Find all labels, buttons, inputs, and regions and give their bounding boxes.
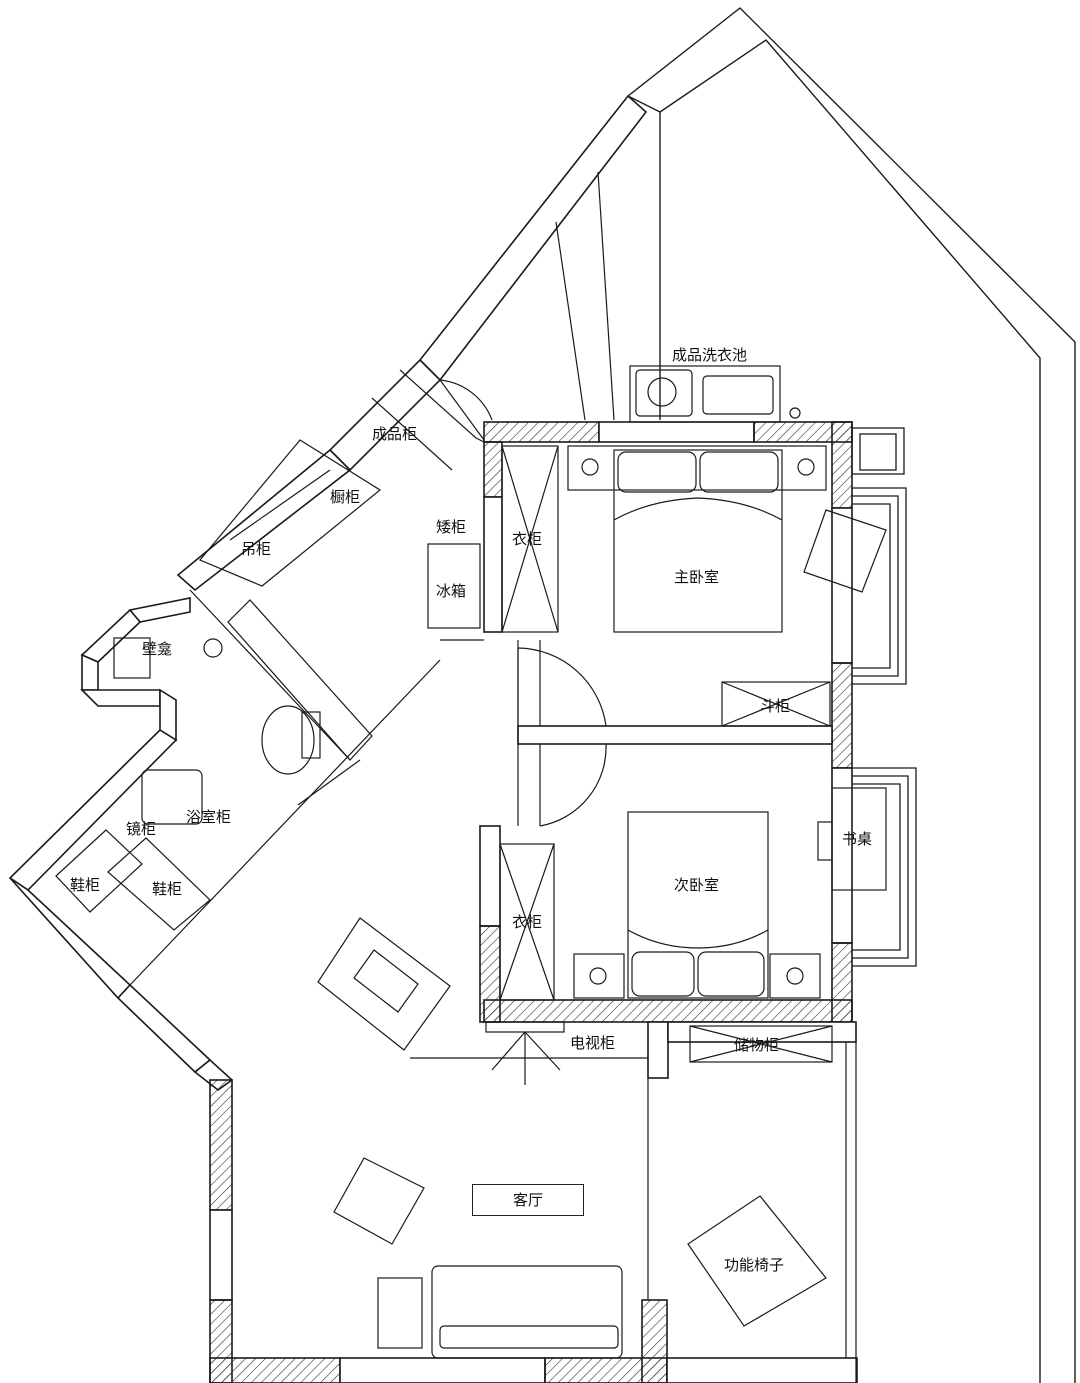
label-wardrobe-second: 衣柜 bbox=[512, 913, 543, 931]
label-low-cabinet: 矮柜 bbox=[436, 518, 467, 536]
label-mirror-cabinet: 镜柜 bbox=[126, 820, 157, 838]
label-function-chair: 功能椅子 bbox=[724, 1256, 785, 1274]
exterior-walls bbox=[8, 94, 858, 1383]
label-vanity: 浴室柜 bbox=[186, 808, 232, 826]
label-fridge: 冰箱 bbox=[436, 582, 467, 600]
bedroom-walls bbox=[479, 421, 857, 1079]
label-tv-cabinet: 电视柜 bbox=[570, 1034, 616, 1052]
furniture bbox=[55, 365, 887, 1359]
bay-windows bbox=[851, 427, 917, 967]
label-cupboard: 橱柜 bbox=[330, 488, 361, 506]
label-laundry-sink: 成品洗衣池 bbox=[672, 346, 748, 364]
label-finished-cabinet: 成品柜 bbox=[372, 425, 418, 443]
label-living-room: 客厅 bbox=[472, 1184, 584, 1216]
label-niche: 壁龛 bbox=[142, 640, 173, 658]
label-master-bedroom: 主卧室 bbox=[674, 568, 720, 586]
label-chest-of-drawers: 斗柜 bbox=[760, 697, 791, 715]
label-shoe-cabinet-left: 鞋柜 bbox=[70, 876, 101, 894]
terrace-outline bbox=[627, 7, 1076, 1383]
label-storage-cabinet: 储物柜 bbox=[734, 1036, 780, 1054]
label-second-bedroom: 次卧室 bbox=[674, 876, 720, 894]
label-shoe-cabinet-right: 鞋柜 bbox=[152, 880, 183, 898]
label-hanging-cabinet: 吊柜 bbox=[241, 540, 272, 558]
interior-lines bbox=[129, 171, 857, 1383]
label-wardrobe-master: 衣柜 bbox=[512, 530, 543, 548]
label-desk: 书桌 bbox=[842, 830, 873, 848]
